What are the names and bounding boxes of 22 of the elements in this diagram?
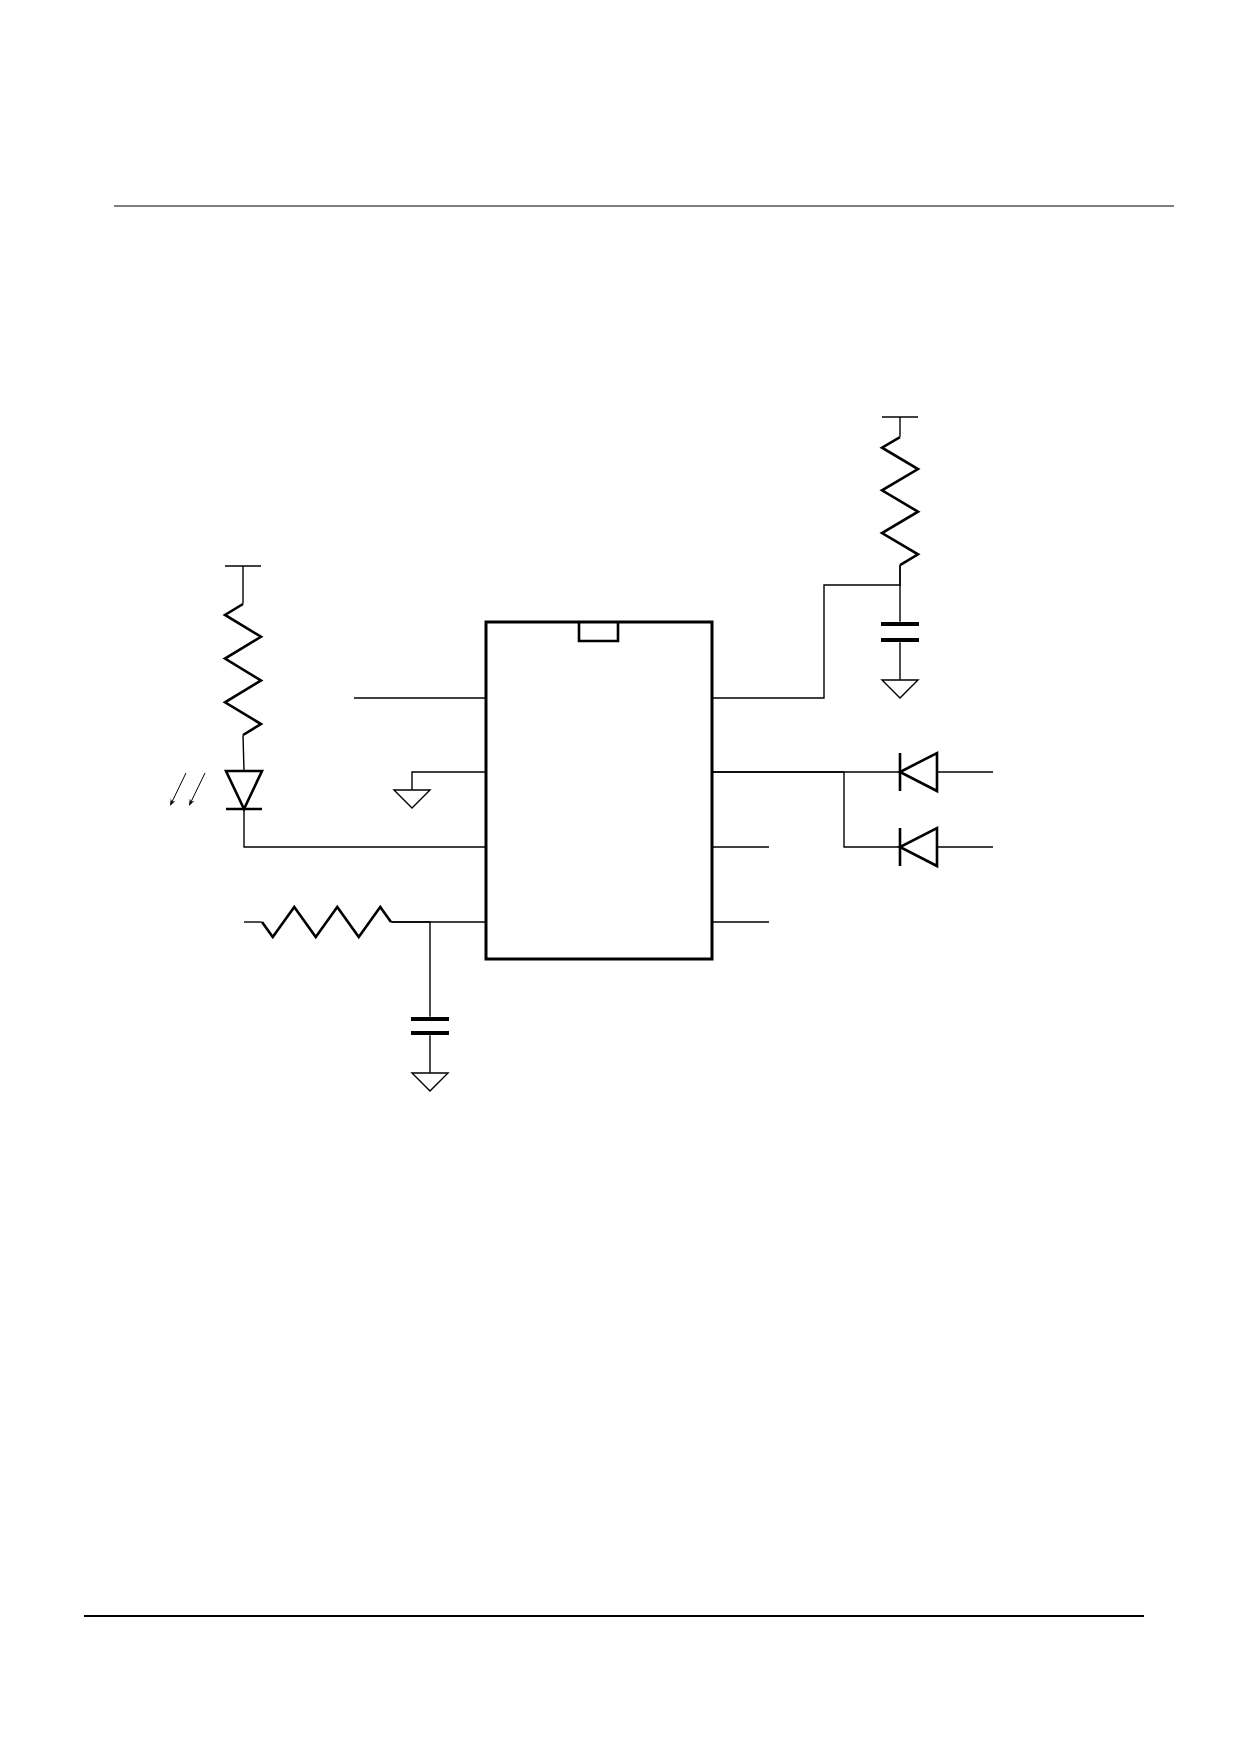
capacitor-symbol bbox=[879, 622, 921, 642]
wire bbox=[711, 771, 901, 848]
wire bbox=[390, 921, 431, 1018]
wire bbox=[899, 641, 901, 681]
wire bbox=[711, 921, 770, 923]
wire bbox=[243, 921, 263, 923]
wire bbox=[936, 771, 994, 773]
resistor-symbol bbox=[222, 602, 264, 737]
wire bbox=[711, 846, 770, 848]
wire bbox=[711, 564, 901, 699]
wire bbox=[242, 734, 245, 772]
capacitor-symbol bbox=[409, 1017, 451, 1035]
resistor-symbol bbox=[260, 904, 393, 940]
wire bbox=[243, 808, 487, 848]
ic-package bbox=[484, 620, 714, 961]
wire bbox=[353, 697, 487, 699]
wire bbox=[242, 565, 244, 605]
wire bbox=[429, 1034, 431, 1074]
wire bbox=[899, 416, 901, 438]
wire bbox=[936, 846, 994, 848]
wire bbox=[411, 771, 487, 791]
resistor-symbol bbox=[879, 435, 921, 567]
